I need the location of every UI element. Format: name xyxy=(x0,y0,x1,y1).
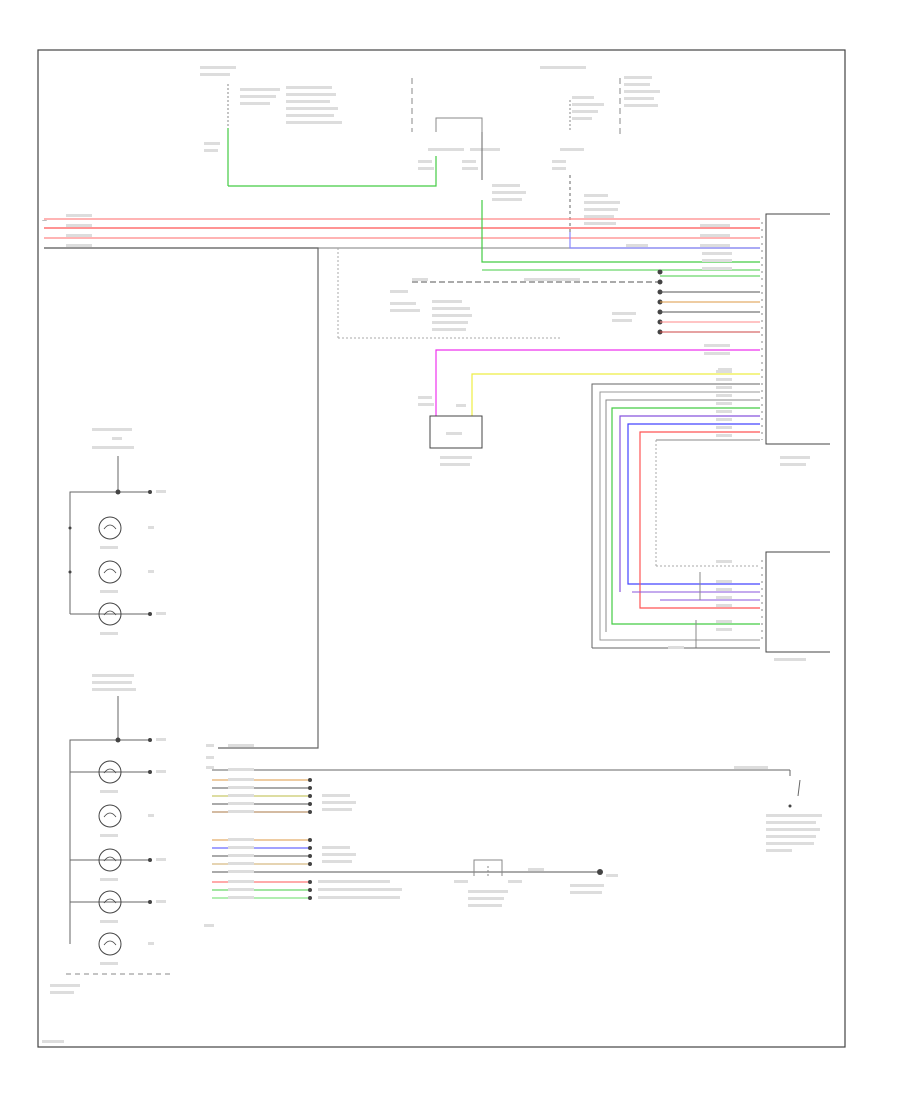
bottom-inline-switch xyxy=(454,859,618,907)
bulb-icon xyxy=(98,516,122,540)
wire-gray-down-left xyxy=(44,247,319,749)
top-switch-group-left xyxy=(200,66,342,152)
wire-yellow xyxy=(471,373,760,416)
wire-green-feed xyxy=(481,200,760,263)
bulb-icon xyxy=(98,890,122,914)
bottom-harness xyxy=(204,744,790,927)
bulb-icon xyxy=(98,848,122,872)
bottom-right-switch xyxy=(734,766,822,852)
bulb-icon xyxy=(98,760,122,784)
inline-connector-row xyxy=(390,269,760,331)
wire-blue-feed xyxy=(569,232,760,249)
bulb-icon xyxy=(98,932,122,956)
main-bus: — xyxy=(42,214,760,249)
bulb-group-lower xyxy=(69,674,166,944)
right-unit-lower xyxy=(765,551,830,661)
ground-dot-column xyxy=(657,289,760,335)
top-switch-group-right xyxy=(540,66,660,232)
bulb-icon xyxy=(98,804,122,828)
bottom-right-labels xyxy=(318,794,402,899)
sensor-box xyxy=(429,415,483,466)
relay-connector-top xyxy=(418,117,526,201)
wire-magenta xyxy=(435,349,760,416)
right-unit-upper xyxy=(765,213,830,466)
svg-text:—: — xyxy=(42,218,47,224)
bulb-group-upper xyxy=(69,428,166,616)
bulb-icon xyxy=(98,560,122,584)
wire-green-top-run xyxy=(228,156,437,187)
diagram-frame xyxy=(37,49,846,1048)
footer-mark xyxy=(42,1040,64,1043)
bulb-icon xyxy=(98,602,122,626)
cluster-wires xyxy=(591,370,760,649)
